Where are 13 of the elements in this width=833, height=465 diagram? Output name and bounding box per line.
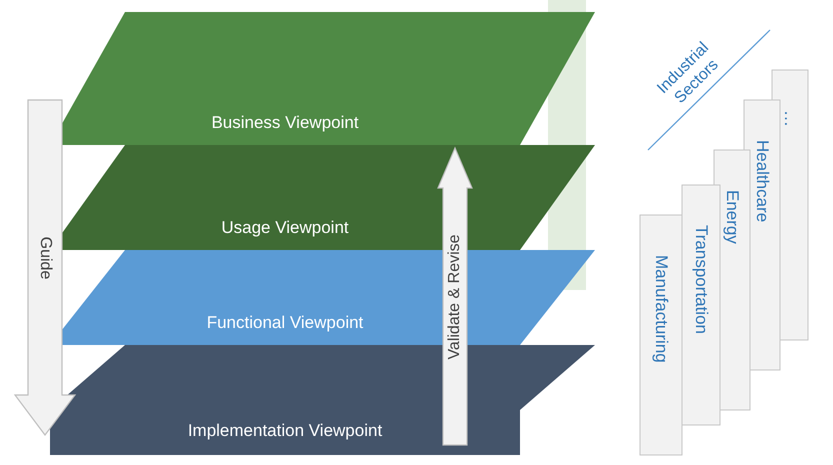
sector-label: Manufacturing — [651, 255, 671, 363]
sector-label: … — [780, 110, 800, 127]
sector-label: Energy — [722, 190, 742, 244]
layer-label: Business Viewpoint — [211, 113, 359, 133]
layer-label: Usage Viewpoint — [221, 218, 349, 238]
layer-label: Functional Viewpoint — [206, 313, 364, 333]
arrow-label: Guide — [36, 236, 54, 279]
sector-label: Healthcare — [752, 140, 772, 222]
block-arrow — [14, 99, 76, 436]
arrow-label: Validate & Revise — [446, 234, 464, 360]
sector-label: Transportation — [691, 225, 711, 334]
layer-label: Implementation Viewpoint — [188, 420, 382, 440]
block-arrow — [437, 146, 473, 446]
